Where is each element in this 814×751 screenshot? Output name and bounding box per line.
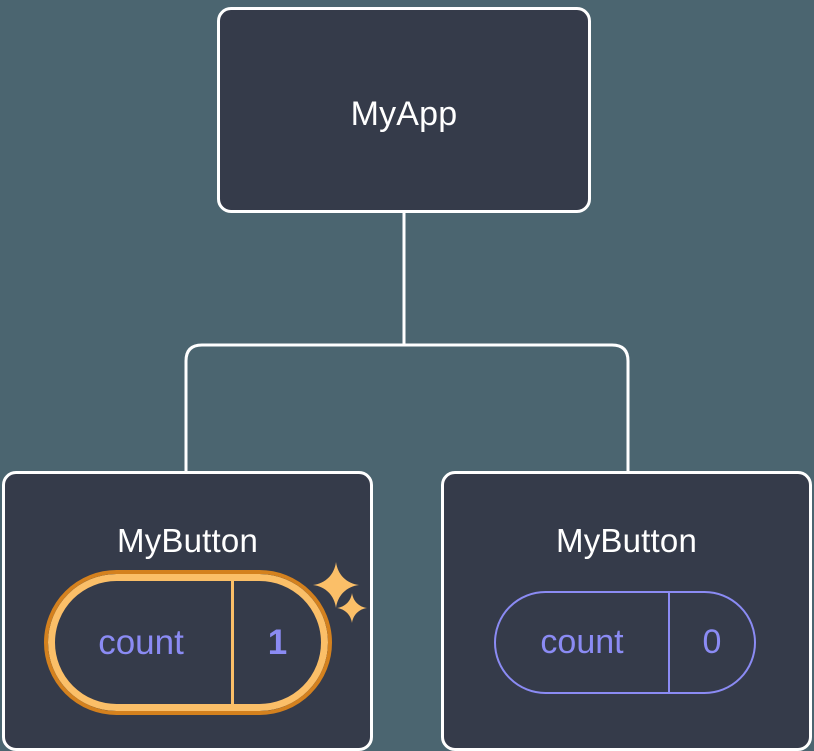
node-mybutton-right-title: MyButton	[556, 522, 697, 559]
state-pill-left-key: count	[98, 622, 184, 662]
state-pill-count-left[interactable]: count 1	[44, 570, 332, 715]
node-mybutton-left-title: MyButton	[117, 522, 258, 559]
state-pill-left-inner: count 1	[48, 574, 328, 711]
state-pill-right-key: count	[540, 623, 624, 661]
state-pill-left-value: 1	[267, 622, 288, 662]
state-pill-right-value: 0	[702, 623, 722, 661]
connector-branch-bar	[184, 343, 630, 471]
state-pill-right-divider	[668, 593, 670, 692]
component-tree-diagram: MyApp MyButton count 1 MyButton count 0	[2, 7, 812, 751]
state-pill-count-right[interactable]: count 0	[494, 591, 756, 694]
node-myapp[interactable]: MyApp	[217, 7, 591, 213]
state-pill-left-divider	[231, 581, 234, 704]
node-myapp-title: MyApp	[350, 95, 458, 133]
